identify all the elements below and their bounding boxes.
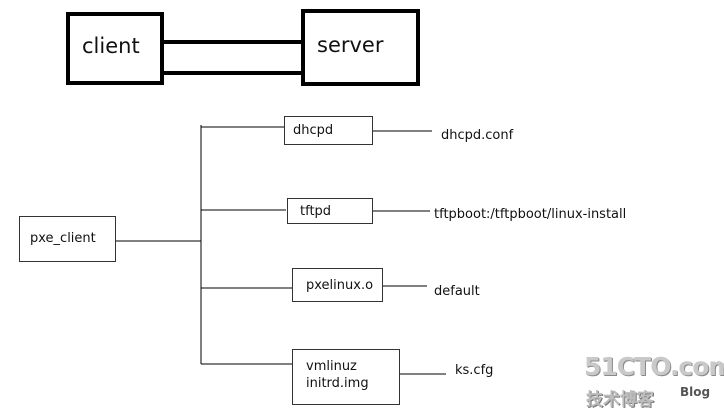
service-label: dhcpd	[293, 123, 334, 138]
watermark-logo: 51CTO.com 技术博客 Blog	[584, 352, 724, 412]
watermark-site: 51CTO.com	[584, 352, 724, 381]
watermark-cn: 技术博客	[586, 390, 654, 410]
file-label-pxelinux: default	[434, 284, 480, 299]
watermark-blog: Blog	[680, 385, 711, 399]
service-box-dhcpd: dhcpd	[284, 116, 373, 145]
root-node-label: pxe_client	[30, 231, 96, 246]
file-label-vmlinuz: ks.cfg	[455, 363, 494, 378]
server-box: server	[301, 9, 420, 86]
client-box: client	[66, 12, 164, 85]
service-label: vmlinuz	[306, 359, 357, 374]
service-label-secondary: initrd.img	[306, 376, 369, 391]
client-label: client	[82, 34, 140, 58]
server-label: server	[317, 33, 384, 57]
service-box-vmlinuz: vmlinuz initrd.img	[292, 349, 400, 405]
root-node-box: pxe_client	[19, 216, 116, 262]
service-label: pxelinux.o	[306, 278, 374, 293]
file-label-tftpd: tftpboot:/tftpboot/linux-install	[434, 207, 627, 222]
service-box-tftpd: tftpd	[287, 198, 373, 224]
service-label: tftpd	[300, 204, 332, 219]
service-box-pxelinux: pxelinux.o	[292, 268, 383, 302]
file-label-dhcpd: dhcpd.conf	[441, 128, 514, 143]
